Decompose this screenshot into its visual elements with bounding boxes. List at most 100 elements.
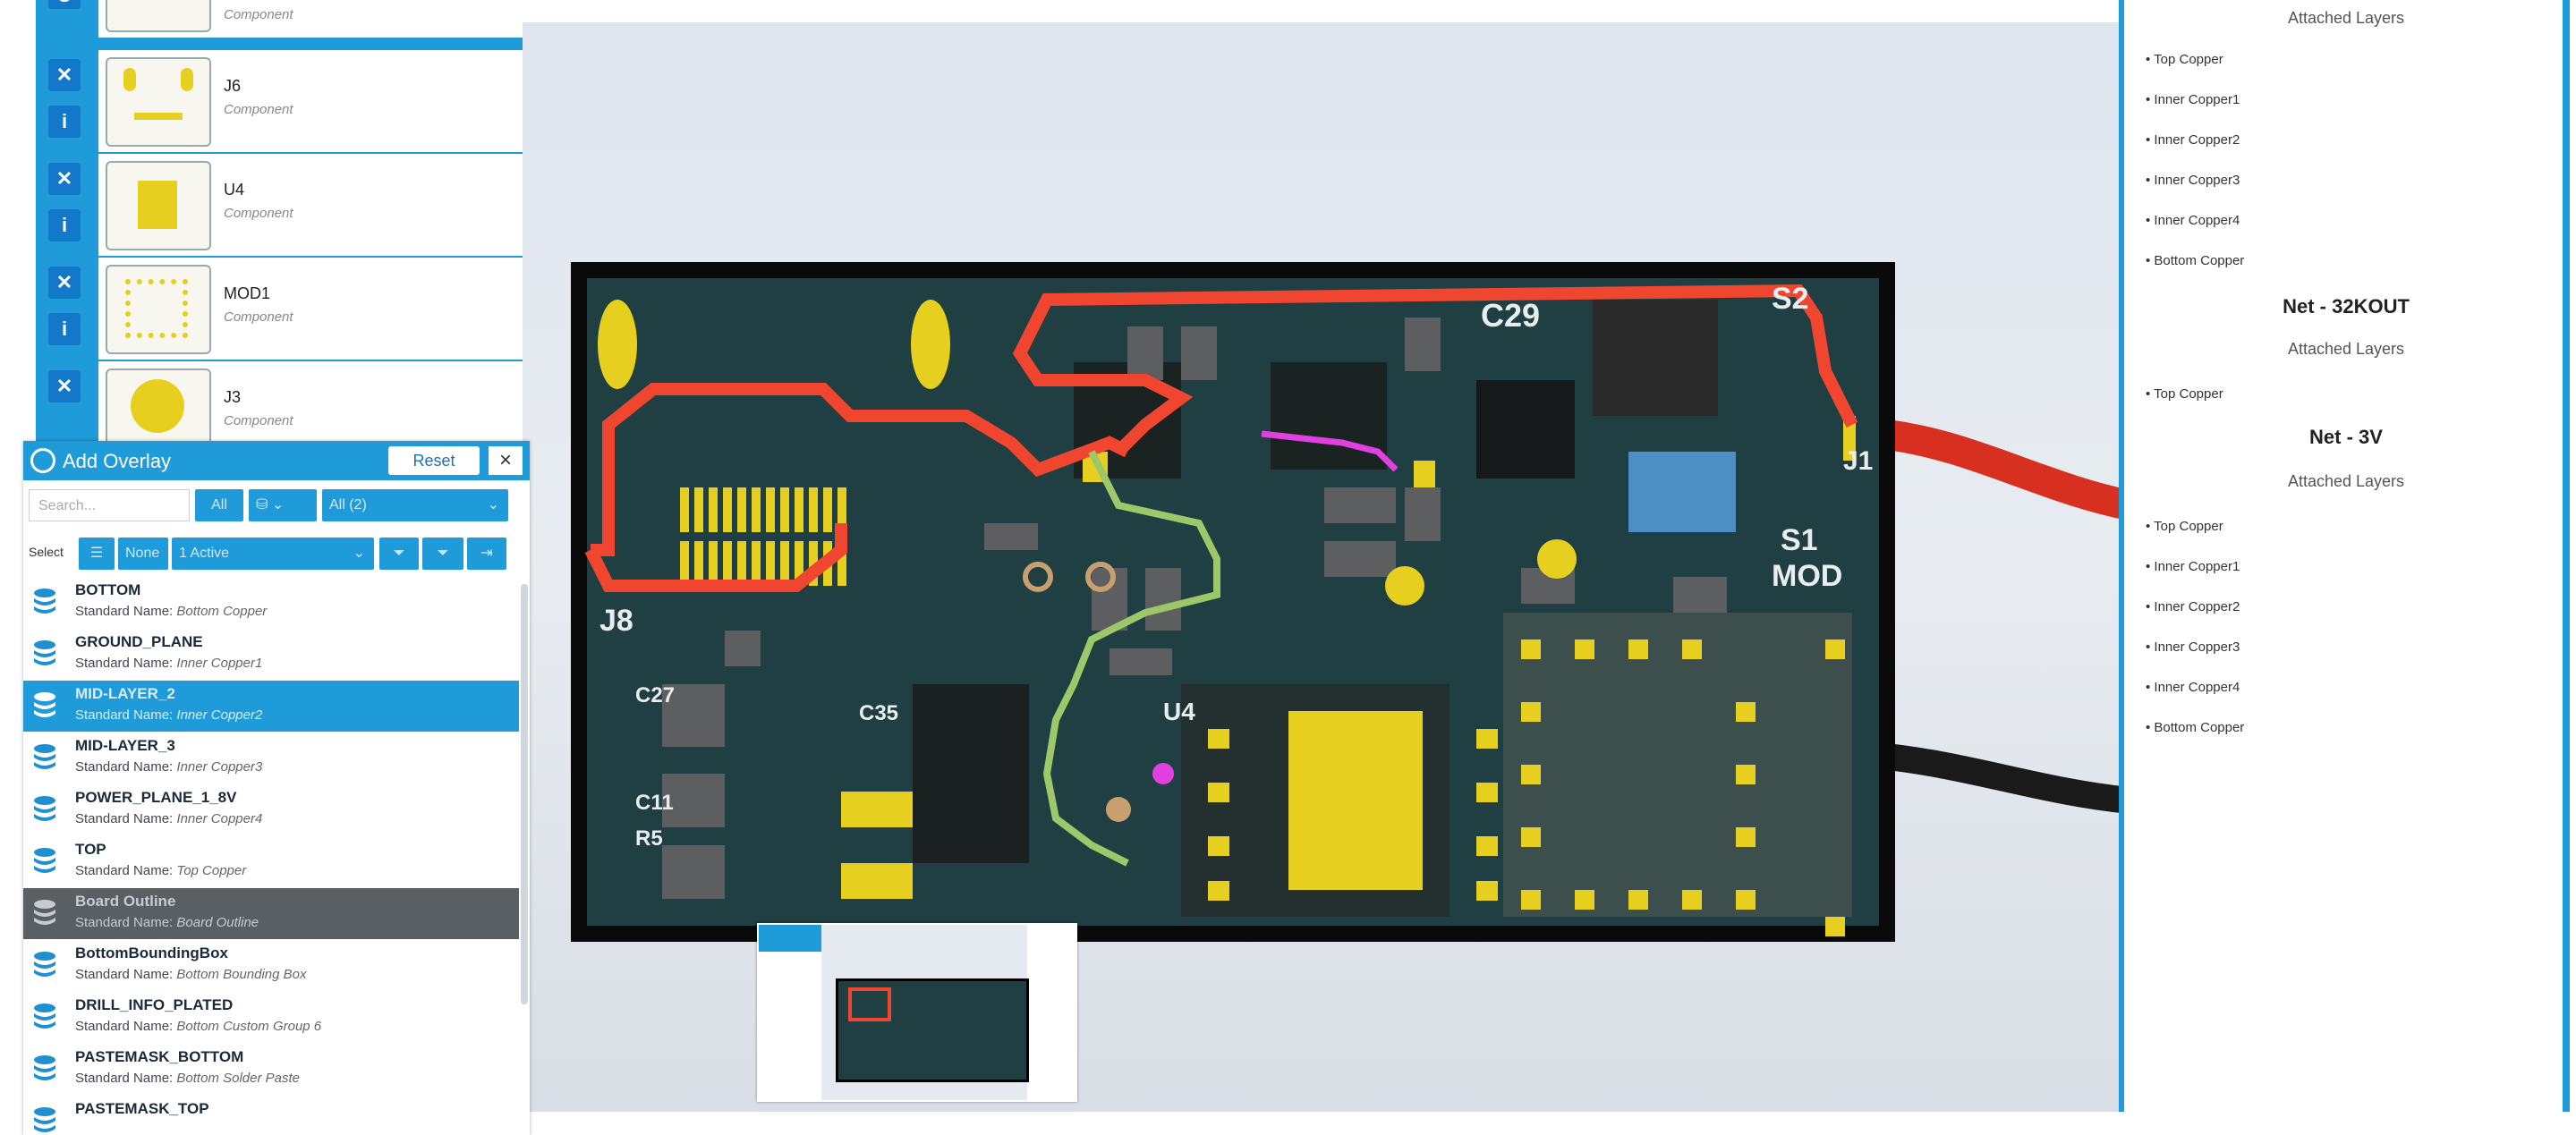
layer-name: PASTEMASK_TOP bbox=[75, 1100, 209, 1117]
attached-layer-item: • Inner Copper3 bbox=[2146, 639, 2240, 655]
attached-layer-item: • Inner Copper2 bbox=[2146, 599, 2240, 614]
pcb-board-view: J8 C29 S2 S1 MOD U4 C27 C35 C11 R5 J1 bbox=[571, 262, 2133, 942]
layer-name: MID-LAYER_3 bbox=[75, 737, 175, 754]
standard-name-label: Standard Name: bbox=[75, 604, 174, 619]
close-icon[interactable]: ✕ bbox=[48, 59, 81, 91]
attached-layer-item: • Inner Copper2 bbox=[2146, 132, 2240, 148]
net-3v-title: Net - 3V bbox=[2309, 426, 2383, 448]
layer-standard-name: Standard Name: Bottom Copper bbox=[75, 604, 267, 619]
layers-icon bbox=[32, 1055, 57, 1083]
standard-name-value: Board Outline bbox=[176, 915, 259, 930]
attached-layer-item: • Inner Copper1 bbox=[2146, 92, 2240, 107]
overlay-panel-title: Add Overlay bbox=[63, 450, 172, 472]
preview-thumbnail[interactable] bbox=[757, 923, 1077, 1102]
layers-icon bbox=[32, 743, 57, 772]
search-input[interactable]: Search... bbox=[29, 489, 190, 521]
standard-name-label: Standard Name: bbox=[75, 759, 174, 775]
standard-name-label: Standard Name: bbox=[75, 863, 174, 878]
label-j8: J8 bbox=[599, 604, 633, 638]
component-name: U4 bbox=[224, 181, 245, 199]
info-icon[interactable]: i bbox=[48, 313, 81, 345]
label-r5: R5 bbox=[635, 826, 663, 851]
component-name: MOD1 bbox=[224, 284, 271, 302]
chevron-down-icon: ⌄ bbox=[271, 497, 285, 512]
component-row[interactable]: ✕ i U4 Component bbox=[36, 154, 523, 256]
layers-icon bbox=[32, 1003, 57, 1031]
select-all-icon[interactable]: ☰ bbox=[79, 538, 115, 570]
component-type: Component bbox=[224, 206, 293, 221]
standard-name-value: Top Copper bbox=[176, 863, 247, 878]
reset-button[interactable]: Reset bbox=[388, 446, 480, 475]
component-thumbnail bbox=[106, 0, 211, 32]
layer-row[interactable]: BOTTOM Standard Name: Bottom Copper bbox=[23, 577, 519, 628]
export-icon[interactable]: ⇥ bbox=[467, 538, 506, 570]
layer-name: PASTEMASK_BOTTOM bbox=[75, 1048, 244, 1065]
close-icon[interactable]: ✕ bbox=[48, 370, 81, 402]
trace-green bbox=[1042, 450, 1220, 867]
layer-standard-name: Standard Name: Top Copper bbox=[75, 863, 246, 878]
eye-icon[interactable]: ◉ bbox=[48, 0, 81, 9]
component-row[interactable]: ✕ i J6 Component bbox=[36, 50, 523, 152]
layer-row[interactable]: TOP Standard Name: Top Copper bbox=[23, 836, 519, 887]
standard-name-label: Standard Name: bbox=[75, 1071, 174, 1086]
attached-layer-item: • Inner Copper4 bbox=[2146, 213, 2240, 228]
close-icon[interactable]: ✕ bbox=[48, 267, 81, 299]
component-type: Component bbox=[224, 7, 293, 22]
component-thumbnail bbox=[106, 57, 211, 147]
layer-row[interactable]: PASTEMASK_BOTTOM Standard Name: Bottom So… bbox=[23, 1044, 519, 1095]
filter-icon[interactable]: ⏷ bbox=[379, 538, 419, 570]
component-row[interactable]: ✕ i MOD1 Component bbox=[36, 258, 523, 360]
info-icon[interactable]: i bbox=[48, 106, 81, 138]
select-none-button[interactable]: None bbox=[118, 538, 168, 570]
standard-name-label: Standard Name: bbox=[75, 707, 174, 723]
chevron-down-icon: ⌄ bbox=[487, 497, 499, 512]
attached-layer-item: • Inner Copper1 bbox=[2146, 559, 2240, 574]
label-mod: MOD bbox=[1772, 559, 1842, 593]
attached-layer-item: • Top Copper bbox=[2146, 52, 2223, 67]
standard-name-value: Bottom Solder Paste bbox=[176, 1071, 300, 1086]
layer-standard-name: Standard Name: Inner Copper1 bbox=[75, 656, 262, 671]
layer-row[interactable]: PASTEMASK_TOP bbox=[23, 1096, 519, 1135]
component-name: J3 bbox=[224, 388, 242, 406]
standard-name-value: Bottom Custom Group 6 bbox=[176, 1019, 322, 1034]
layer-standard-name: Standard Name: Bottom Bounding Box bbox=[75, 967, 307, 982]
label-c35: C35 bbox=[859, 701, 898, 725]
attached-layers-heading: Attached Layers bbox=[2287, 9, 2405, 27]
filter-value: All (2) bbox=[329, 497, 367, 512]
layer-type-dropdown[interactable]: ⛁ ⌄ bbox=[249, 489, 317, 521]
filter-clear-icon[interactable]: ⏷ bbox=[422, 538, 463, 570]
close-icon[interactable]: ✕ bbox=[48, 163, 81, 195]
label-s2: S2 bbox=[1772, 282, 1809, 316]
layer-standard-name: Standard Name: Inner Copper3 bbox=[75, 759, 262, 775]
standard-name-label: Standard Name: bbox=[75, 811, 174, 826]
layer-name: POWER_PLANE_1_8V bbox=[75, 789, 237, 806]
scrollbar[interactable] bbox=[521, 584, 528, 1004]
layer-standard-name: Standard Name: Bottom Solder Paste bbox=[75, 1071, 300, 1086]
layer-name: TOP bbox=[75, 841, 106, 858]
info-icon[interactable]: i bbox=[48, 209, 81, 241]
layers-icon bbox=[32, 639, 57, 668]
active-dropdown[interactable]: 1 Active ⌄ bbox=[172, 538, 374, 570]
layers-icon bbox=[32, 691, 57, 720]
filter-dropdown[interactable]: All (2) ⌄ bbox=[322, 489, 508, 521]
right-edge-bar bbox=[2563, 0, 2570, 1112]
layers-icon bbox=[32, 795, 57, 824]
trace-magenta bbox=[1261, 430, 1399, 472]
add-overlay-panel: Add Overlay Reset × Search... All ⛁ ⌄ Al… bbox=[23, 441, 530, 1135]
wifi-module bbox=[1503, 613, 1852, 917]
select-toolbar: Select ☰ None 1 Active ⌄ ⏷ ⏷ ⇥ bbox=[23, 529, 530, 577]
component-type: Component bbox=[224, 413, 293, 428]
all-button[interactable]: All bbox=[195, 489, 243, 521]
layer-name: BOTTOM bbox=[75, 581, 141, 598]
component-row[interactable]: ◉ Component bbox=[36, 0, 523, 38]
close-button[interactable]: × bbox=[489, 446, 523, 475]
attached-layer-item: • Inner Copper4 bbox=[2146, 680, 2240, 695]
standard-name-label: Standard Name: bbox=[75, 967, 174, 982]
